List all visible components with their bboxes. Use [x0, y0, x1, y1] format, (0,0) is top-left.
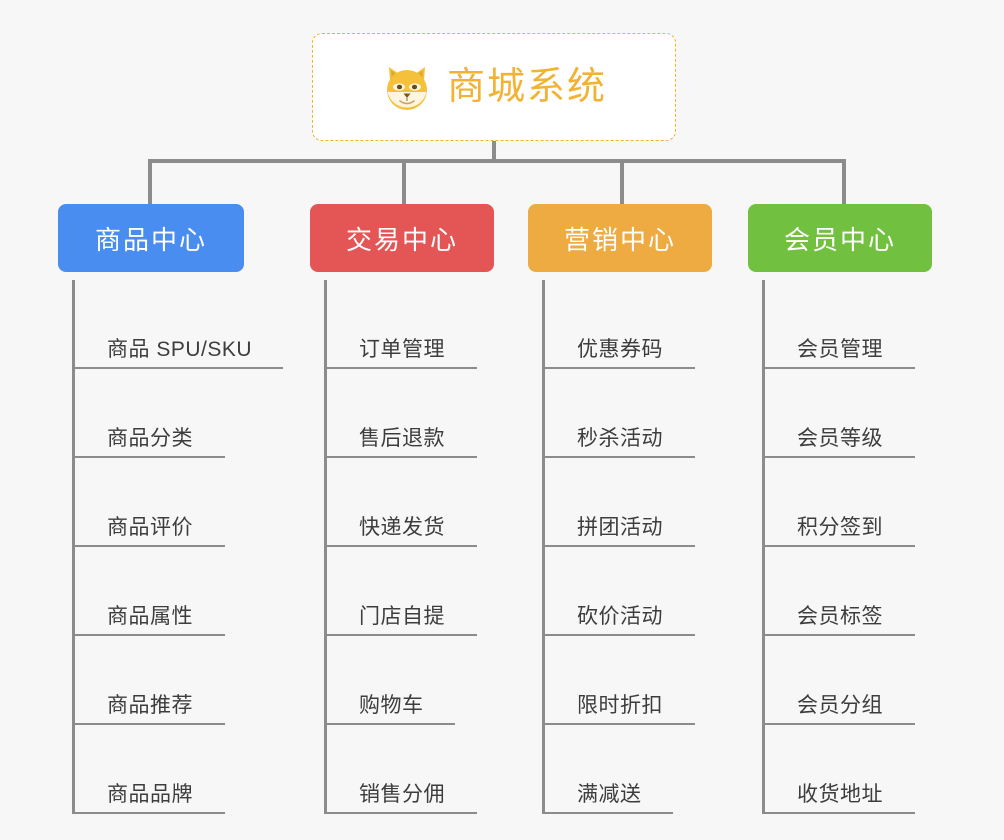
list-item-label: 满减送	[577, 783, 642, 806]
list-item[interactable]: 会员分组	[763, 636, 915, 725]
list-item-label: 秒杀活动	[577, 427, 663, 450]
list-item-label: 门店自提	[359, 605, 445, 628]
list-item[interactable]: 限时折扣	[543, 636, 695, 725]
list-item[interactable]: 订单管理	[325, 280, 477, 369]
list-item-label: 订单管理	[359, 338, 445, 361]
leaf-list: 订单管理 售后退款 快递发货 门店自提 购物车 销售分佣	[310, 280, 494, 814]
list-item-label: 快递发货	[359, 516, 445, 539]
list-item[interactable]: 会员管理	[763, 280, 915, 369]
list-item[interactable]: 优惠券码	[543, 280, 695, 369]
connector-drop-1	[148, 159, 152, 205]
list-item-label: 会员等级	[797, 427, 883, 450]
column-title: 会员中心	[783, 224, 896, 255]
connector-drop-4	[842, 159, 846, 205]
list-item-label: 商品品牌	[107, 783, 193, 806]
connector-drop-3	[620, 159, 624, 205]
column-title: 营销中心	[563, 224, 676, 255]
list-item[interactable]: 砍价活动	[543, 547, 695, 636]
list-item[interactable]: 商品评价	[73, 458, 225, 547]
shiba-inu-icon	[381, 61, 433, 113]
list-item-label: 会员标签	[797, 605, 883, 628]
list-item-label: 会员管理	[797, 338, 883, 361]
list-item-label: 购物车	[359, 694, 424, 717]
list-item[interactable]: 会员标签	[763, 547, 915, 636]
list-item[interactable]: 秒杀活动	[543, 369, 695, 458]
list-item[interactable]: 积分签到	[763, 458, 915, 547]
list-item-label: 优惠券码	[577, 338, 663, 361]
list-item[interactable]: 收货地址	[763, 725, 915, 814]
list-item[interactable]: 会员等级	[763, 369, 915, 458]
column-product-center: 商品中心 商品 SPU/SKU 商品分类 商品评价 商品属性 商品推荐 商品品牌	[58, 204, 283, 814]
list-item-label: 砍价活动	[577, 605, 663, 628]
leaf-list: 商品 SPU/SKU 商品分类 商品评价 商品属性 商品推荐 商品品牌	[58, 280, 283, 814]
leaf-list: 优惠券码 秒杀活动 拼团活动 砍价活动 限时折扣 满减送	[528, 280, 712, 814]
list-item[interactable]: 售后退款	[325, 369, 477, 458]
list-item-label: 销售分佣	[359, 783, 445, 806]
list-item-label: 会员分组	[797, 694, 883, 717]
leaf-list: 会员管理 会员等级 积分签到 会员标签 会员分组 收货地址	[748, 280, 932, 814]
list-item-label: 商品属性	[107, 605, 193, 628]
list-item[interactable]: 拼团活动	[543, 458, 695, 547]
list-item[interactable]: 快递发货	[325, 458, 477, 547]
list-item-label: 售后退款	[359, 427, 445, 450]
column-trunk-line	[762, 280, 765, 814]
column-trunk-line	[324, 280, 327, 814]
list-item[interactable]: 销售分佣	[325, 725, 477, 814]
list-item-label: 商品推荐	[107, 694, 193, 717]
column-member-center: 会员中心 会员管理 会员等级 积分签到 会员标签 会员分组 收货地址	[748, 204, 932, 814]
list-item[interactable]: 商品属性	[73, 547, 225, 636]
list-item-label: 拼团活动	[577, 516, 663, 539]
column-trunk-line	[542, 280, 545, 814]
column-title: 商品中心	[94, 224, 207, 255]
connector-bus	[148, 159, 846, 163]
list-item[interactable]: 商品推荐	[73, 636, 225, 725]
column-header-marketing-center[interactable]: 营销中心	[528, 204, 712, 272]
list-item-label: 收货地址	[797, 783, 883, 806]
column-marketing-center: 营销中心 优惠券码 秒杀活动 拼团活动 砍价活动 限时折扣 满减送	[528, 204, 712, 814]
list-item-label: 商品 SPU/SKU	[107, 338, 253, 361]
column-trade-center: 交易中心 订单管理 售后退款 快递发货 门店自提 购物车 销售分佣	[310, 204, 494, 814]
column-header-member-center[interactable]: 会员中心	[748, 204, 932, 272]
list-item-label: 积分签到	[797, 516, 883, 539]
list-item[interactable]: 商品品牌	[73, 725, 225, 814]
column-header-product-center[interactable]: 商品中心	[58, 204, 244, 272]
list-item-label: 商品分类	[107, 427, 193, 450]
column-header-trade-center[interactable]: 交易中心	[310, 204, 494, 272]
list-item[interactable]: 购物车	[325, 636, 455, 725]
root-title: 商城系统	[446, 66, 607, 108]
list-item[interactable]: 满减送	[543, 725, 673, 814]
list-item[interactable]: 商品分类	[73, 369, 225, 458]
column-title: 交易中心	[345, 224, 458, 255]
connector-drop-2	[402, 159, 406, 205]
list-item-label: 限时折扣	[577, 694, 663, 717]
list-item[interactable]: 商品 SPU/SKU	[73, 280, 283, 369]
list-item[interactable]: 门店自提	[325, 547, 477, 636]
list-item-label: 商品评价	[107, 516, 193, 539]
connector-root-stem	[492, 141, 496, 161]
column-trunk-line	[72, 280, 75, 814]
root-node[interactable]: 商城系统	[312, 33, 676, 141]
